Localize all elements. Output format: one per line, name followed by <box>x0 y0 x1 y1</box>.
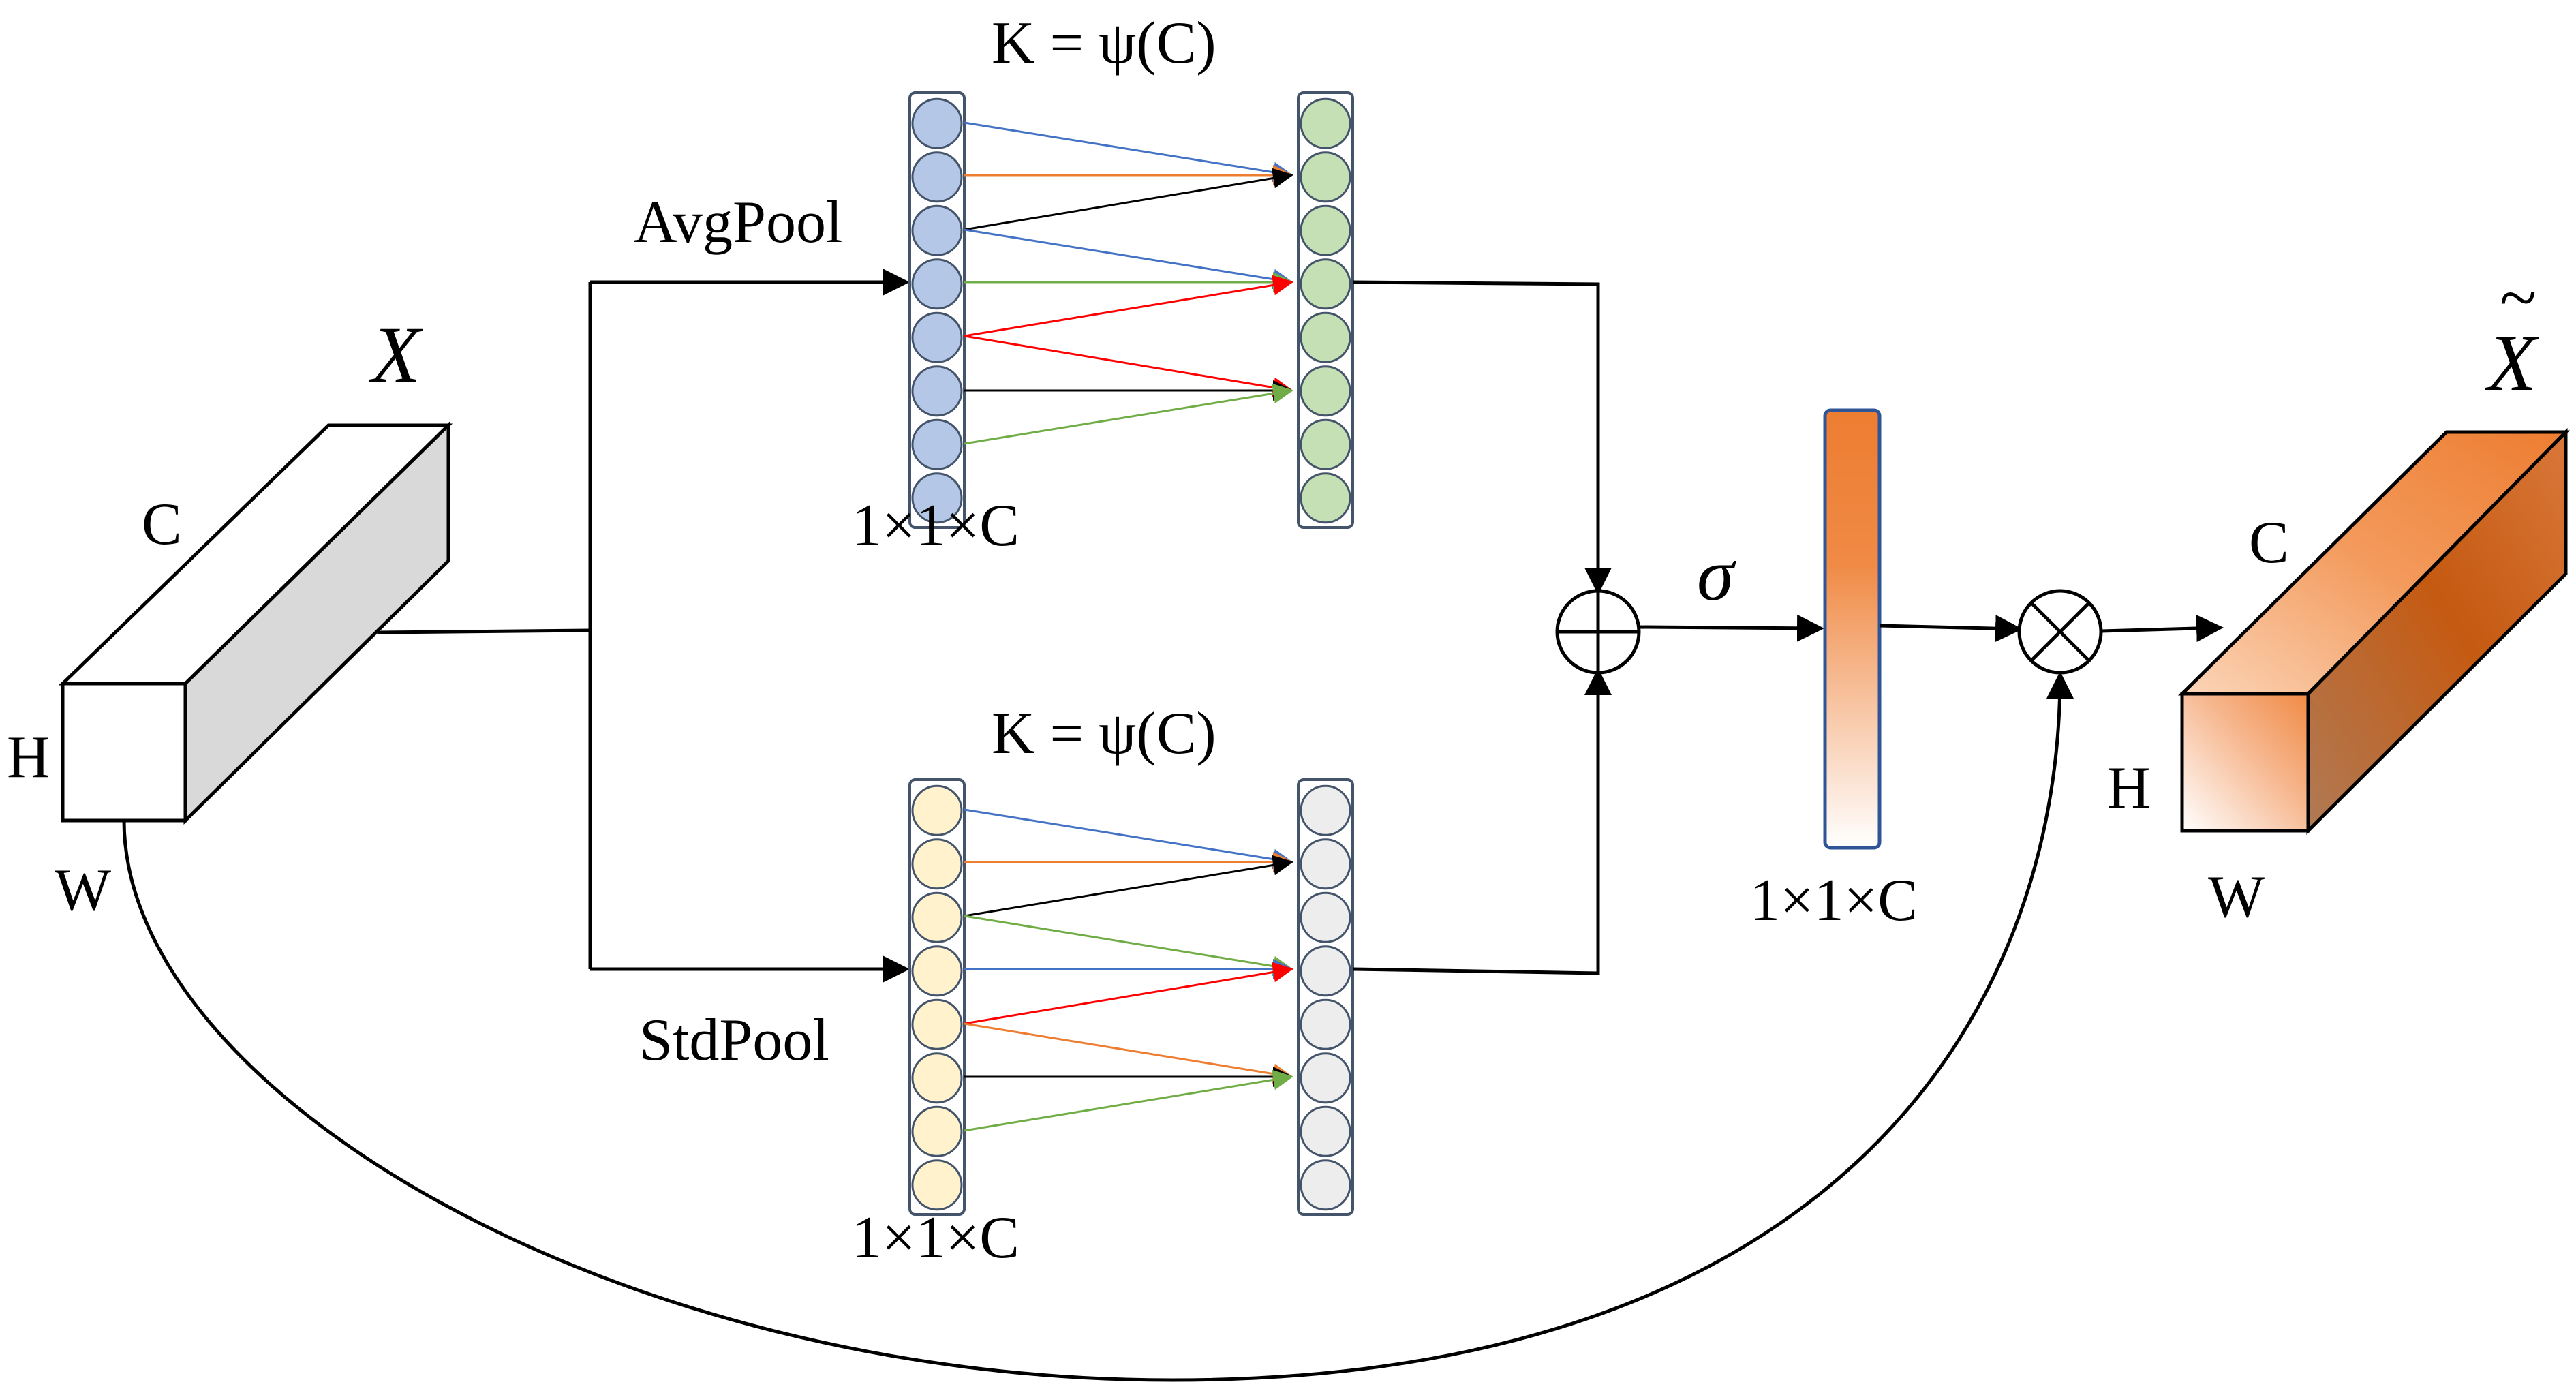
avgpool-node <box>911 472 963 524</box>
avgpool-node-column <box>908 91 966 529</box>
merge-connectors <box>1352 280 1612 975</box>
kernel-formula-top: K = ψ(C) <box>992 10 1216 76</box>
avgpool-conv-node <box>1300 204 1351 256</box>
stdpool-conv-node <box>1300 838 1351 890</box>
stdpool-node <box>911 1052 963 1104</box>
stdpool-conv-node <box>1300 1052 1351 1104</box>
stdpool-label: StdPool <box>639 1007 829 1073</box>
avgpool-label: AvgPool <box>634 189 842 256</box>
avgpool-node <box>911 151 963 203</box>
dim-label-top: 1×1×C <box>852 493 1019 559</box>
stdpool-node <box>911 998 963 1050</box>
skip-connection-curve <box>122 671 2074 1382</box>
output-symbol: X <box>2485 318 2539 408</box>
output-w-label: W <box>2208 864 2265 930</box>
avgpool-node <box>911 365 963 417</box>
input-feature-cuboid <box>58 421 453 825</box>
avgpool-node <box>911 311 963 363</box>
avgpool-conv-node <box>1300 472 1351 524</box>
input-symbol: X <box>369 310 423 399</box>
stdpool-frame <box>908 778 966 1216</box>
input-w-label: W <box>55 857 111 923</box>
attention-to-multiply-arrow <box>1879 615 2023 643</box>
stdpool-conv-node <box>1300 891 1351 943</box>
stdpool-node <box>911 1159 963 1211</box>
add-operator <box>1555 589 1641 675</box>
avgpool-node <box>911 258 963 310</box>
avgpool-conv-node-column <box>1297 91 1354 529</box>
stdpool-conv-node <box>1300 784 1351 836</box>
output-tilde: ~ <box>2500 260 2536 335</box>
stdpool-conv-node <box>1300 945 1351 997</box>
output-c-label: C <box>2249 510 2289 576</box>
avgpool-conv-node <box>1300 418 1351 470</box>
avg-conv-connections <box>964 121 1293 445</box>
stdpool-conv-node <box>1300 998 1351 1050</box>
stdpool-node <box>911 1105 963 1157</box>
avgpool-conv-frame <box>1297 91 1354 529</box>
avgpool-conv-node <box>1300 258 1351 310</box>
output-h-label: H <box>2107 755 2151 821</box>
stdpool-conv-node <box>1300 1105 1351 1157</box>
avgpool-conv-node <box>1300 311 1351 363</box>
kernel-formula-bottom: K = ψ(C) <box>992 701 1216 767</box>
stdpool-node <box>911 838 963 890</box>
multiply-operator <box>2017 589 2103 675</box>
avgpool-frame <box>908 91 966 529</box>
output-feature-cuboid <box>2177 427 2570 836</box>
input-cuboid-front <box>61 682 187 823</box>
sigma-arrow <box>1638 614 1824 642</box>
dim-label-attention: 1×1×C <box>1750 868 1918 934</box>
stdpool-conv-node-column <box>1297 778 1354 1216</box>
stdpool-conv-node <box>1300 1159 1351 1211</box>
std-conv-connections <box>964 808 1293 1132</box>
branch-connectors <box>378 269 910 983</box>
stdpool-node <box>911 784 963 836</box>
avgpool-node <box>911 418 963 470</box>
avgpool-node <box>911 204 963 256</box>
avgpool-conv-node <box>1300 97 1351 149</box>
input-h-label: H <box>7 724 50 791</box>
avgpool-conv-node <box>1300 151 1351 203</box>
input-c-label: C <box>142 491 182 557</box>
stdpool-node-column <box>908 778 966 1216</box>
dim-label-bottom: 1×1×C <box>852 1205 1019 1271</box>
multiply-to-output-arrow <box>2100 615 2224 642</box>
output-cuboid-front <box>2180 692 2310 833</box>
stdpool-node <box>911 945 963 997</box>
avgpool-conv-node <box>1300 365 1351 417</box>
avgpool-node <box>911 97 963 149</box>
stdpool-node <box>911 891 963 943</box>
sigma-label: σ <box>1697 533 1736 616</box>
stdpool-conv-frame <box>1297 778 1354 1216</box>
attention-vector <box>1823 408 1882 850</box>
